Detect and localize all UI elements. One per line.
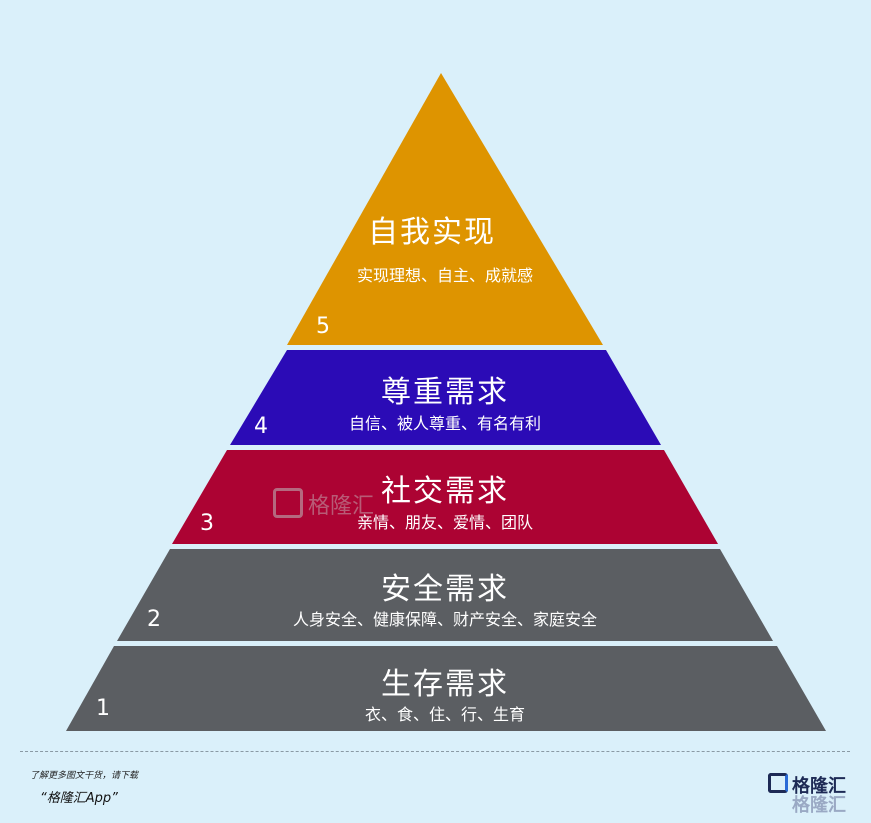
layer-1-title: 生存需求 [381, 667, 509, 702]
layer-4-number: 4 [254, 414, 268, 439]
layer-3-title: 社交需求 [381, 474, 509, 509]
brand-logo-text-reflection: 格隆汇 [792, 795, 846, 816]
brand-logo-icon [768, 773, 788, 793]
layer-1-number: 1 [96, 696, 110, 721]
layer-2-number: 2 [147, 607, 161, 632]
brand-logo-text: 格隆汇 [792, 776, 846, 797]
layer-5-desc: 实现理想、自主、成就感 [356, 266, 534, 285]
layer-4-desc: 自信、被人尊重、有名有利 [348, 414, 542, 433]
pyramid-layer-1 [66, 646, 826, 731]
watermark-logo-icon [273, 488, 303, 518]
layer-1-desc: 衣、食、住、行、生育 [364, 705, 526, 724]
layer-5-number: 5 [316, 314, 330, 339]
pyramid-layer-4 [230, 350, 661, 445]
footer-download-prompt: 了解更多图文干货，请下载 [30, 771, 139, 781]
pyramid-layer-5 [287, 73, 603, 345]
brand-logo: 格隆汇 格隆汇 [768, 773, 858, 816]
layer-3-number: 3 [200, 511, 214, 536]
footer-app-name[interactable]: “格隆汇App” [40, 791, 118, 806]
layer-3-desc: 亲情、朋友、爱情、团队 [356, 513, 534, 532]
layer-2-desc: 人身安全、健康保障、财产安全、家庭安全 [292, 610, 598, 629]
pyramid-layer-2 [117, 549, 773, 641]
watermark-text: 格隆汇 [308, 494, 375, 519]
layer-5-title: 自我实现 [368, 215, 496, 250]
layer-4-title: 尊重需求 [381, 375, 509, 410]
footer-divider [20, 751, 850, 752]
pyramid-layer-3 [172, 450, 718, 544]
layer-2-title: 安全需求 [381, 572, 509, 607]
